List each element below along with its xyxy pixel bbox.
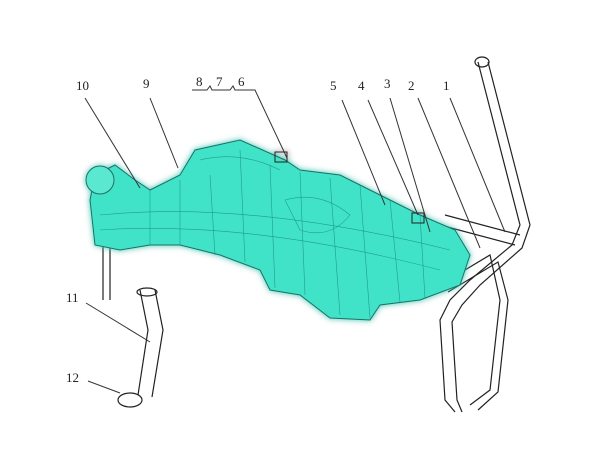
tank-body [89,139,471,321]
return-pipe [439,56,531,413]
callout-12: 12 [66,370,79,385]
callout-5: 5 [330,78,337,93]
callout-11: 11 [66,290,79,305]
callout-8: 8 [196,74,203,89]
callout-1: 1 [443,78,450,93]
callout-9: 9 [143,76,150,91]
expansion-tank [85,139,471,321]
hose-clamp [117,392,143,408]
callout-4: 4 [358,78,365,93]
filler-cap [85,165,115,195]
callout-2: 2 [408,78,415,93]
callout-3: 3 [384,76,391,91]
callout-6: 6 [238,74,245,89]
leader-lines [84,85,506,394]
callout-7: 7 [216,74,223,89]
callout-10: 10 [76,78,89,93]
outlet-hose [102,240,164,408]
pipe-cap [474,56,490,68]
mount-bracket [411,212,425,224]
